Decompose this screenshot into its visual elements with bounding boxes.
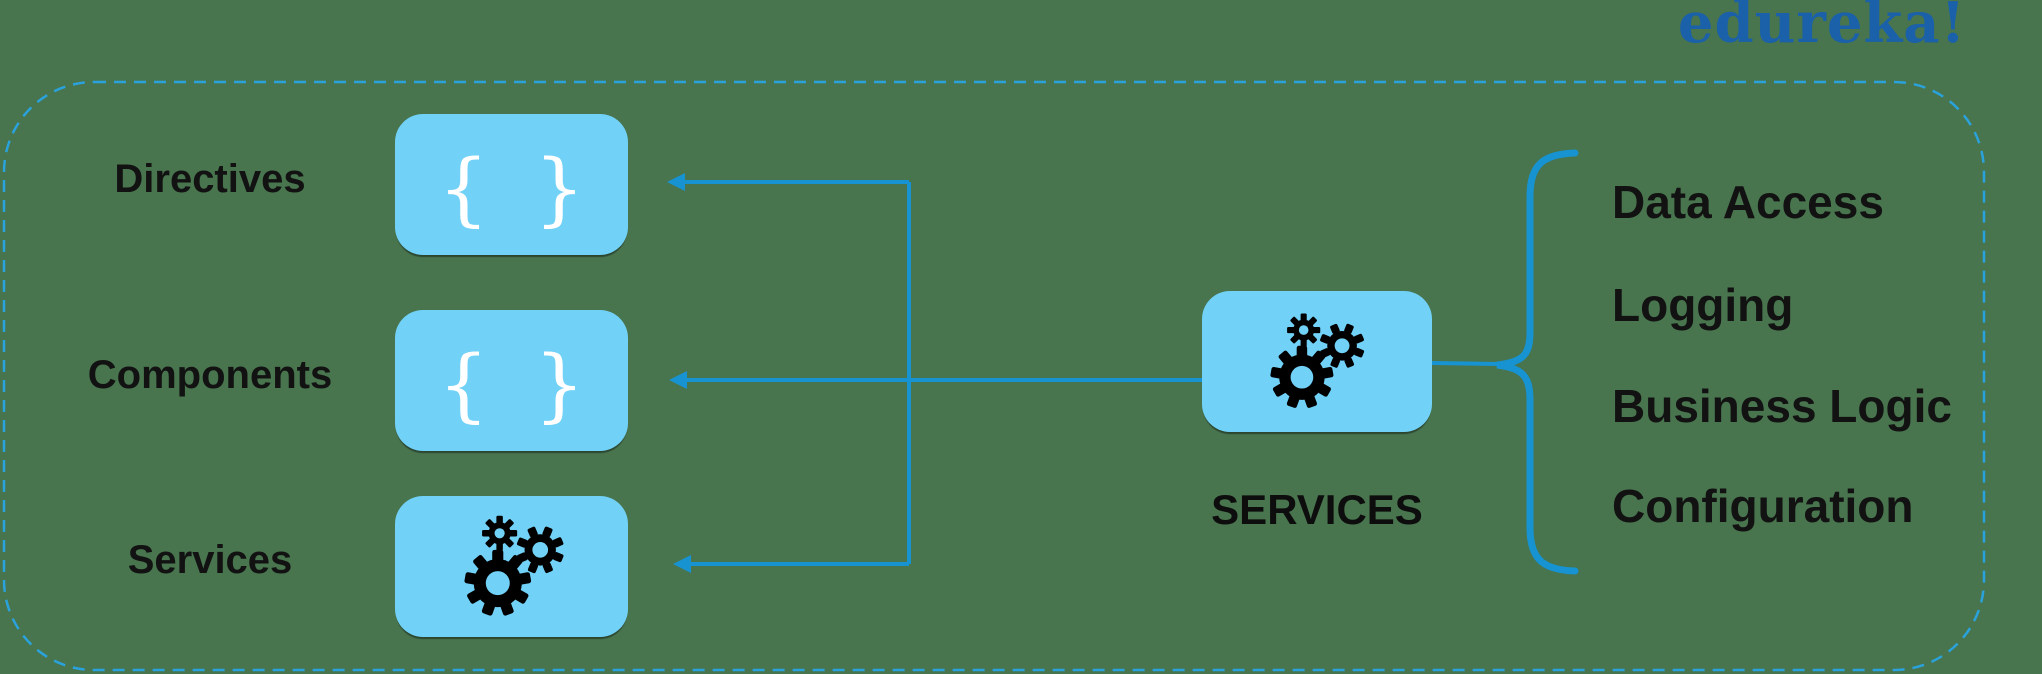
close-brace-glyph: } bbox=[534, 337, 585, 431]
arrow-to-services bbox=[673, 555, 909, 573]
connector-services-to-brace bbox=[1431, 361, 1500, 366]
curly-braces-icon: { } bbox=[438, 141, 585, 235]
service-use-business-logic: Business Logic bbox=[1612, 380, 1952, 432]
label-central-services: SERVICES bbox=[1211, 486, 1423, 533]
service-use-configuration: Configuration bbox=[1612, 480, 1914, 532]
label-components: Components bbox=[87, 353, 333, 397]
services-box bbox=[395, 496, 628, 637]
curly-braces-icon: { } bbox=[438, 337, 585, 431]
central-services-box bbox=[1202, 291, 1432, 432]
edureka-logo: edureka! bbox=[1677, 0, 1967, 56]
gears-icon bbox=[459, 512, 579, 621]
directives-box: { } bbox=[395, 114, 628, 255]
label-directives: Directives bbox=[114, 157, 306, 201]
service-use-data-access: Data Access bbox=[1612, 176, 1884, 228]
service-use-logging: Logging bbox=[1612, 279, 1794, 331]
right-group-brace bbox=[1496, 149, 1579, 575]
arrow-to-directives bbox=[667, 173, 909, 191]
gears-icon bbox=[1265, 310, 1379, 413]
arrow-to-components bbox=[669, 371, 1202, 389]
label-services: Services bbox=[127, 538, 293, 582]
components-box: { } bbox=[395, 310, 628, 451]
open-brace-glyph: { bbox=[438, 141, 489, 235]
close-brace-glyph: } bbox=[534, 141, 585, 235]
open-brace-glyph: { bbox=[438, 337, 489, 431]
